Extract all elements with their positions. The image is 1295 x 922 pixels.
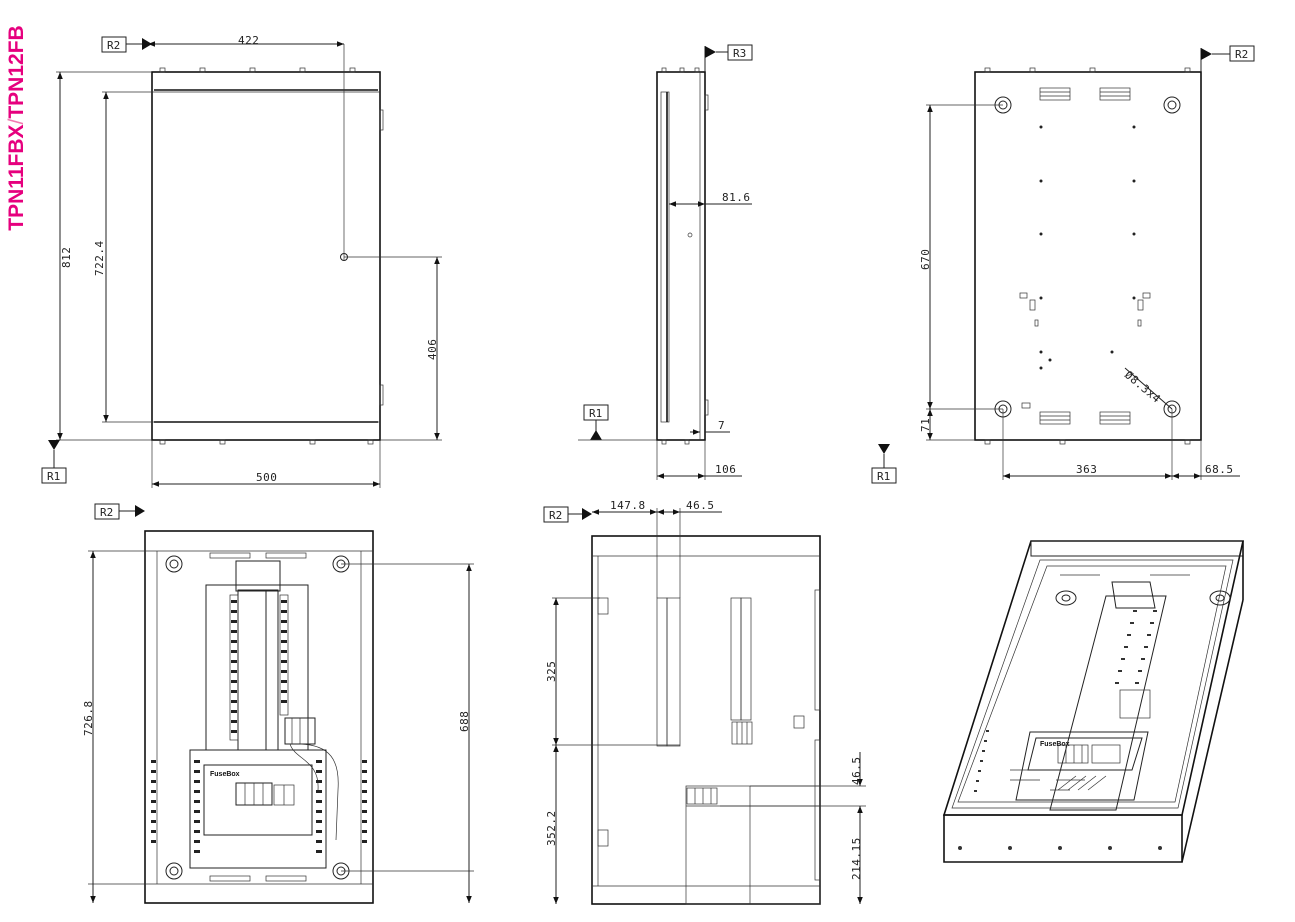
dim-722-4: 722.4	[93, 240, 106, 276]
side-view: R3 81.6 7 106 R1	[578, 44, 753, 480]
isometric-view: FuseBox	[942, 540, 1244, 863]
dim-68-5: 68.5	[1205, 463, 1234, 476]
ref-r3: R3	[733, 47, 746, 60]
dim-670: 670	[919, 249, 932, 270]
ref-r2-interior: R2	[100, 506, 113, 519]
dim-71: 71	[919, 418, 932, 432]
dim-325: 325	[545, 661, 558, 682]
ref-r2-front: R2	[107, 39, 120, 52]
dim-106: 106	[715, 463, 736, 476]
ref-r2-section: R2	[549, 509, 562, 522]
ref-r1-front: R1	[47, 470, 60, 483]
rear-view: 670 71 363 68.5 Ø8.3x4 R2 R1	[871, 45, 1255, 484]
dim-726-8: 726.8	[82, 700, 95, 736]
dim-81-6: 81.6	[722, 191, 751, 204]
brand-label-interior: FuseBox	[210, 771, 240, 778]
interior-view: FuseBox 726.8 688 R2	[82, 503, 474, 904]
dim-7: 7	[718, 419, 725, 432]
dim-422: 422	[238, 34, 259, 47]
ref-r1-rear: R1	[877, 470, 890, 483]
section-view: 147.8 46.5 325 352.2 46.5 214.15 R2	[543, 499, 866, 905]
brand-label-iso: FuseBox	[1040, 741, 1070, 748]
dim-688: 688	[458, 711, 471, 732]
ref-r1-side: R1	[589, 407, 602, 420]
dim-214-15: 214.15	[850, 837, 863, 880]
dim-147-8: 147.8	[610, 499, 646, 512]
dim-46-5-side: 46.5	[850, 757, 863, 786]
front-view: 422 812 722.4 406 500 R2 R1	[41, 34, 442, 488]
dim-352-2: 352.2	[545, 810, 558, 846]
dim-hole-dia: Ø8.3x4	[1122, 368, 1163, 405]
dim-406: 406	[426, 339, 439, 360]
dim-812: 812	[60, 247, 73, 268]
dim-46-5-top: 46.5	[686, 499, 715, 512]
ref-r2-rear: R2	[1235, 48, 1248, 61]
dim-500: 500	[256, 471, 277, 484]
dim-363: 363	[1076, 463, 1097, 476]
